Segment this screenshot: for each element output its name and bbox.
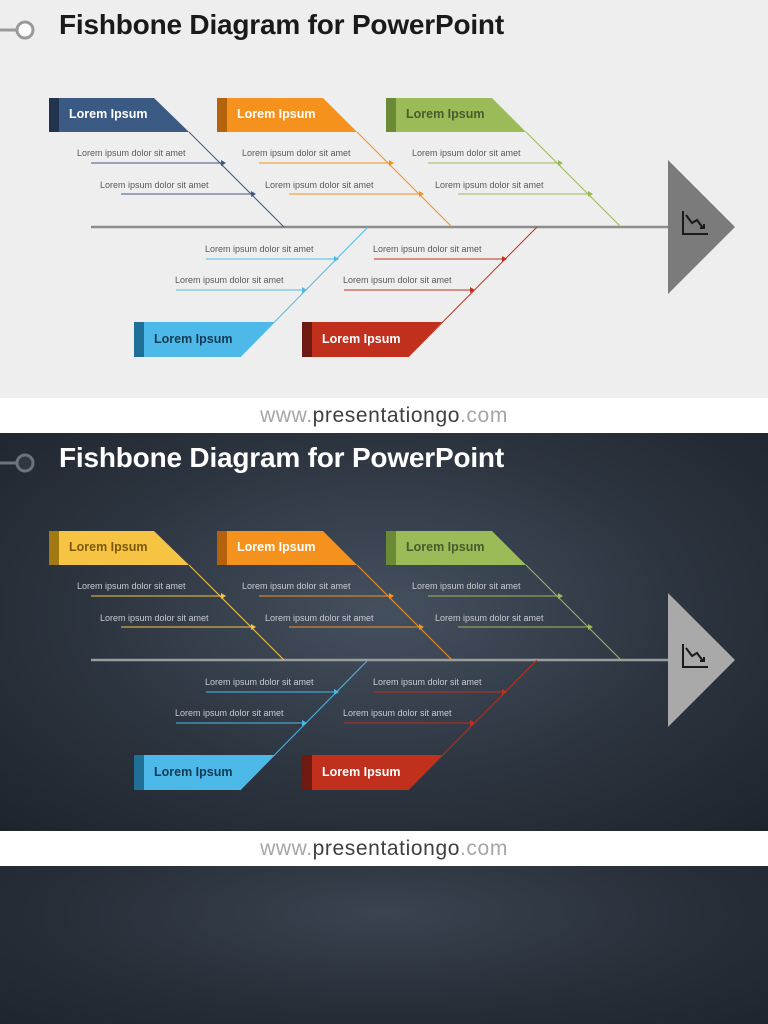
tag-top-mid — [217, 531, 357, 565]
bone-top-right — [525, 564, 622, 661]
category-label-bot-left: Lorem Ipsum — [154, 332, 233, 346]
bone-top-left — [188, 564, 285, 661]
cause-label: Lorem ipsum dolor sit amet — [435, 180, 544, 190]
cause-label: Lorem ipsum dolor sit amet — [100, 180, 209, 190]
tag-bot-left — [134, 755, 274, 790]
tag-top-left — [49, 98, 189, 132]
bone-bot-right — [407, 226, 538, 358]
cause-label: Lorem ipsum dolor sit amet — [205, 677, 314, 687]
slide-light: Fishbone Diagram for PowerPoint — [0, 0, 768, 398]
cause-label: Lorem ipsum dolor sit amet — [175, 708, 284, 718]
category-label-top-right: Lorem Ipsum — [406, 107, 485, 121]
cause-label: Lorem ipsum dolor sit amet — [373, 244, 482, 254]
slide-title: Fishbone Diagram for PowerPoint — [59, 442, 504, 473]
cause-label: Lorem ipsum dolor sit amet — [343, 275, 452, 285]
tag-bot-right — [302, 322, 442, 357]
cause-label: Lorem ipsum dolor sit amet — [435, 613, 544, 623]
cause-label: Lorem ipsum dolor sit amet — [412, 581, 521, 591]
slide-title: Fishbone Diagram for PowerPoint — [59, 9, 504, 40]
tag-bot-right — [302, 755, 442, 790]
footer-url[interactable]: www.presentationgo.com — [0, 398, 768, 433]
declining-chart-icon — [682, 211, 708, 235]
fishbone-diagram — [49, 98, 735, 358]
bone-bot-left — [239, 226, 369, 358]
footer-prefix: www. — [260, 837, 313, 860]
declining-chart-icon — [682, 644, 708, 668]
cause-label: Lorem ipsum dolor sit amet — [265, 613, 374, 623]
tag-bot-left — [134, 322, 274, 357]
cause-label: Lorem ipsum dolor sit amet — [242, 581, 351, 591]
pin-icon — [0, 453, 35, 473]
bone-top-left — [188, 131, 285, 228]
cause-label: Lorem ipsum dolor sit amet — [373, 677, 482, 687]
tag-top-right — [386, 98, 526, 132]
cause-label: Lorem ipsum dolor sit amet — [77, 581, 186, 591]
cause-label: Lorem ipsum dolor sit amet — [412, 148, 521, 158]
fishbone-diagram — [49, 531, 735, 791]
footer-suffix: .com — [460, 404, 508, 427]
tag-top-mid — [217, 98, 357, 132]
category-label-bot-right: Lorem Ipsum — [322, 765, 401, 779]
category-label-top-mid: Lorem Ipsum — [237, 540, 316, 554]
category-label-top-left: Lorem Ipsum — [69, 107, 148, 121]
bone-top-mid — [356, 131, 453, 228]
cause-label: Lorem ipsum dolor sit amet — [77, 148, 186, 158]
cause-label: Lorem ipsum dolor sit amet — [100, 613, 209, 623]
category-label-top-left: Lorem Ipsum — [69, 540, 148, 554]
cause-label: Lorem ipsum dolor sit amet — [205, 244, 314, 254]
footer-prefix: www. — [260, 404, 313, 427]
cause-label: Lorem ipsum dolor sit amet — [343, 708, 452, 718]
bone-top-mid — [356, 564, 453, 661]
category-label-bot-right: Lorem Ipsum — [322, 332, 401, 346]
category-label-top-right: Lorem Ipsum — [406, 540, 485, 554]
pin-icon — [0, 20, 35, 40]
cause-label: Lorem ipsum dolor sit amet — [242, 148, 351, 158]
tag-top-right — [386, 531, 526, 565]
bone-bot-left — [239, 659, 369, 791]
bone-top-right — [525, 131, 622, 228]
slide-dark: Fishbone Diagram for PowerPoint — [0, 433, 768, 831]
footer-brand: presentationgo — [312, 404, 460, 427]
slide-blank — [0, 866, 768, 1024]
footer-suffix: .com — [460, 837, 508, 860]
bone-bot-right — [407, 659, 538, 791]
category-label-bot-left: Lorem Ipsum — [154, 765, 233, 779]
footer-brand: presentationgo — [312, 837, 460, 860]
tag-top-left — [49, 531, 189, 565]
cause-label: Lorem ipsum dolor sit amet — [175, 275, 284, 285]
category-label-top-mid: Lorem Ipsum — [237, 107, 316, 121]
cause-label: Lorem ipsum dolor sit amet — [265, 180, 374, 190]
footer-url[interactable]: www.presentationgo.com — [0, 831, 768, 866]
